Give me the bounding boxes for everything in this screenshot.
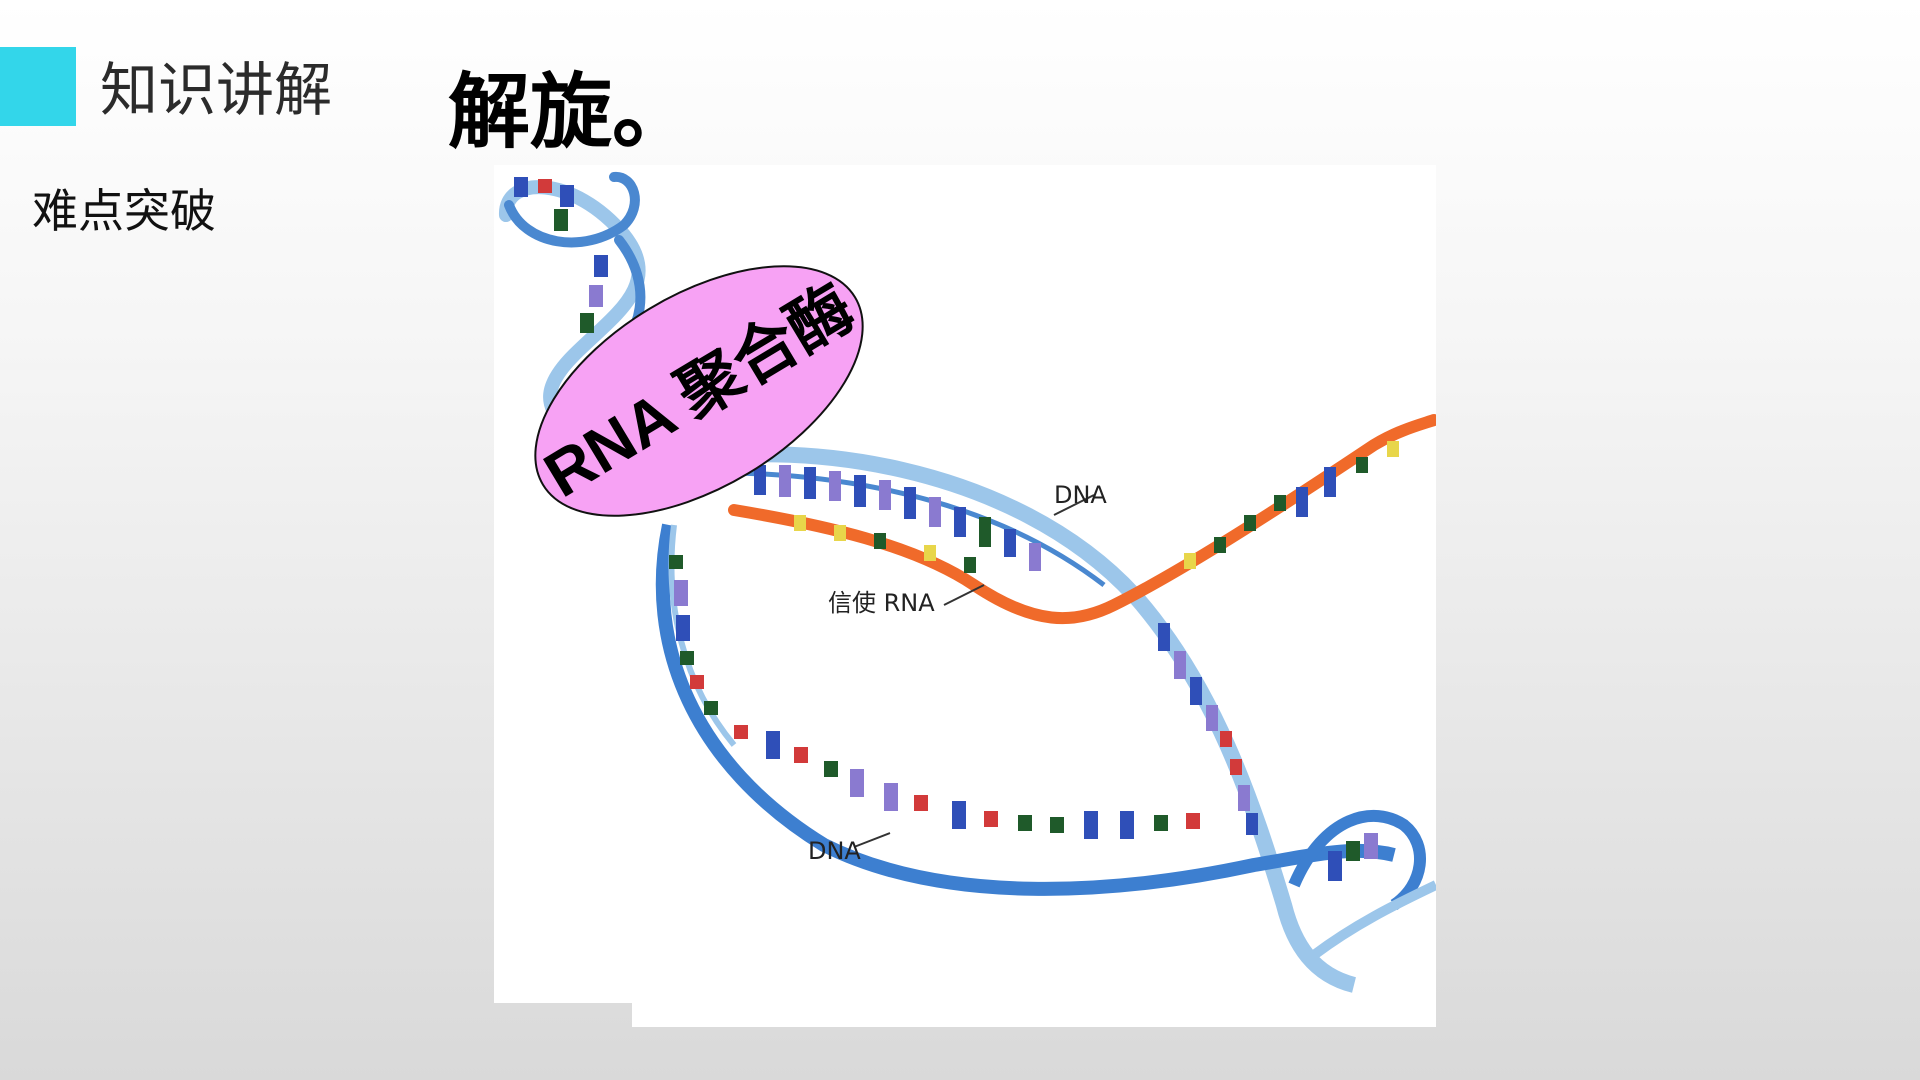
dna-label-bottom: DNA	[808, 837, 861, 865]
mrna-bases-right	[1184, 441, 1399, 569]
mrna-leader	[943, 584, 985, 606]
dna-bottom-leader	[853, 832, 891, 848]
dna-helix-icon: DNA 信使 RNA DNA RNA 聚合酶	[494, 165, 1436, 1027]
dna-coding-strand	[655, 523, 1396, 896]
dna-bases-upper	[754, 465, 1041, 573]
dna-strand-bottom-right-b	[1311, 880, 1436, 960]
dna-bases-bottom-right	[1328, 833, 1378, 881]
dna-bases-lower	[669, 555, 1200, 839]
dna-bases-right	[1158, 623, 1258, 835]
section-title: 知识讲解	[100, 56, 333, 124]
transcription-diagram: DNA 信使 RNA DNA RNA 聚合酶	[494, 165, 1436, 1027]
dna-strand-bottom-right-a	[1288, 809, 1426, 910]
dna-coding-strand-light	[668, 524, 737, 747]
dna-label-top: DNA	[1054, 481, 1107, 509]
dna-bases-top-left	[514, 177, 608, 333]
mrna-strand	[728, 414, 1436, 625]
accent-block	[0, 47, 76, 126]
mrna-label: 信使 RNA	[828, 589, 935, 617]
slide-heading: 解旋。	[448, 64, 695, 160]
subsection-title: 难点突破	[32, 184, 216, 238]
dna-top-leader	[1053, 494, 1095, 516]
